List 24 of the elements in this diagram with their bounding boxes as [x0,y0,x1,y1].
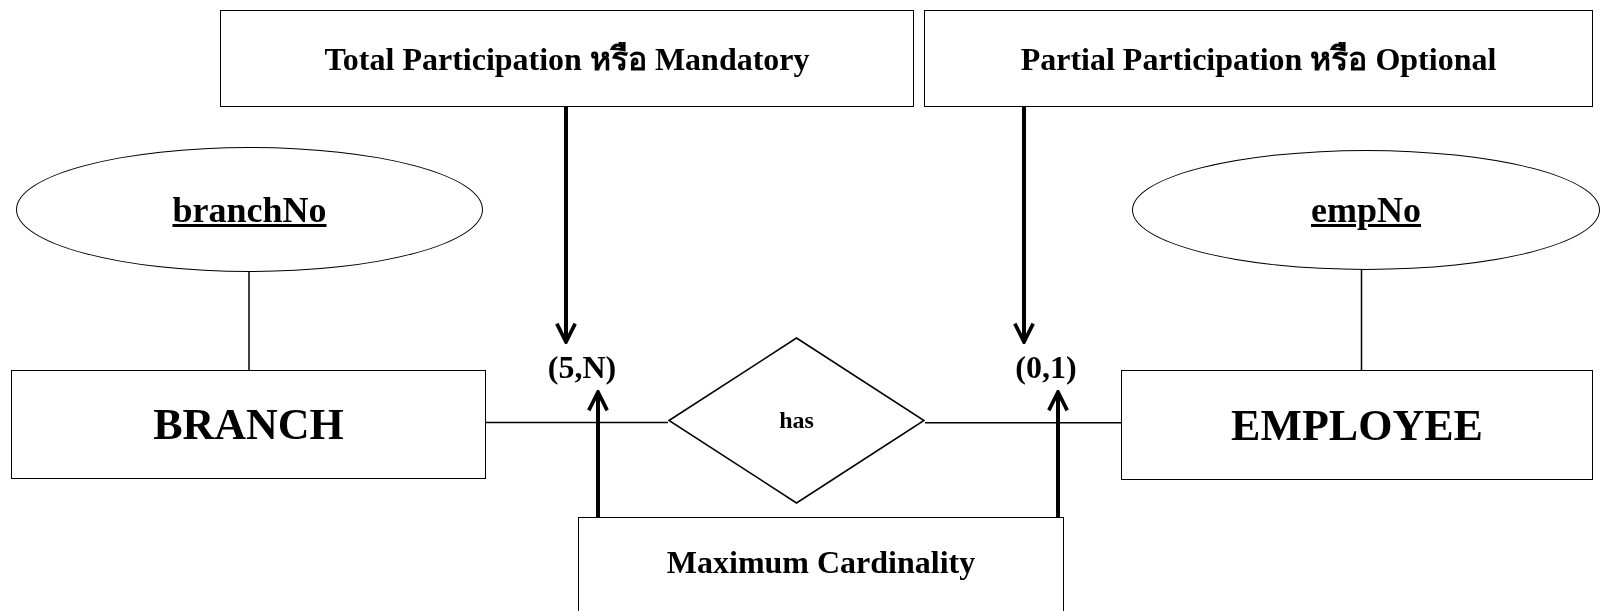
entity-box [1121,370,1593,480]
arrow [1013,107,1035,344]
arrow [555,107,577,344]
entity-name: EMPLOYEE [1231,399,1483,451]
key-attribute-name: empNo [1311,189,1421,231]
arrow [587,390,609,517]
cardinality-label: (5,N) [535,342,629,392]
relationship-diamond [668,337,925,504]
connector-line [1360,269,1363,371]
connector-line [924,422,1122,424]
connector-line [248,271,250,371]
callout-box [220,10,914,107]
cardinality-label: (0,1) [1002,342,1090,392]
connector-line [485,421,669,424]
callout-text: Maximum Cardinality [666,543,976,581]
callout-text: Partial Participation หรือ Optional [1020,40,1497,79]
key-attribute-name: branchNo [172,188,327,231]
entity-box [11,370,486,479]
arrow [1047,390,1069,517]
entity-name: BRANCH [153,399,344,450]
callout-text: Total Participation หรือ Mandatory [324,40,810,79]
callout-box [924,10,1593,107]
relationship-name: has [779,407,814,434]
callout-box [578,517,1064,611]
